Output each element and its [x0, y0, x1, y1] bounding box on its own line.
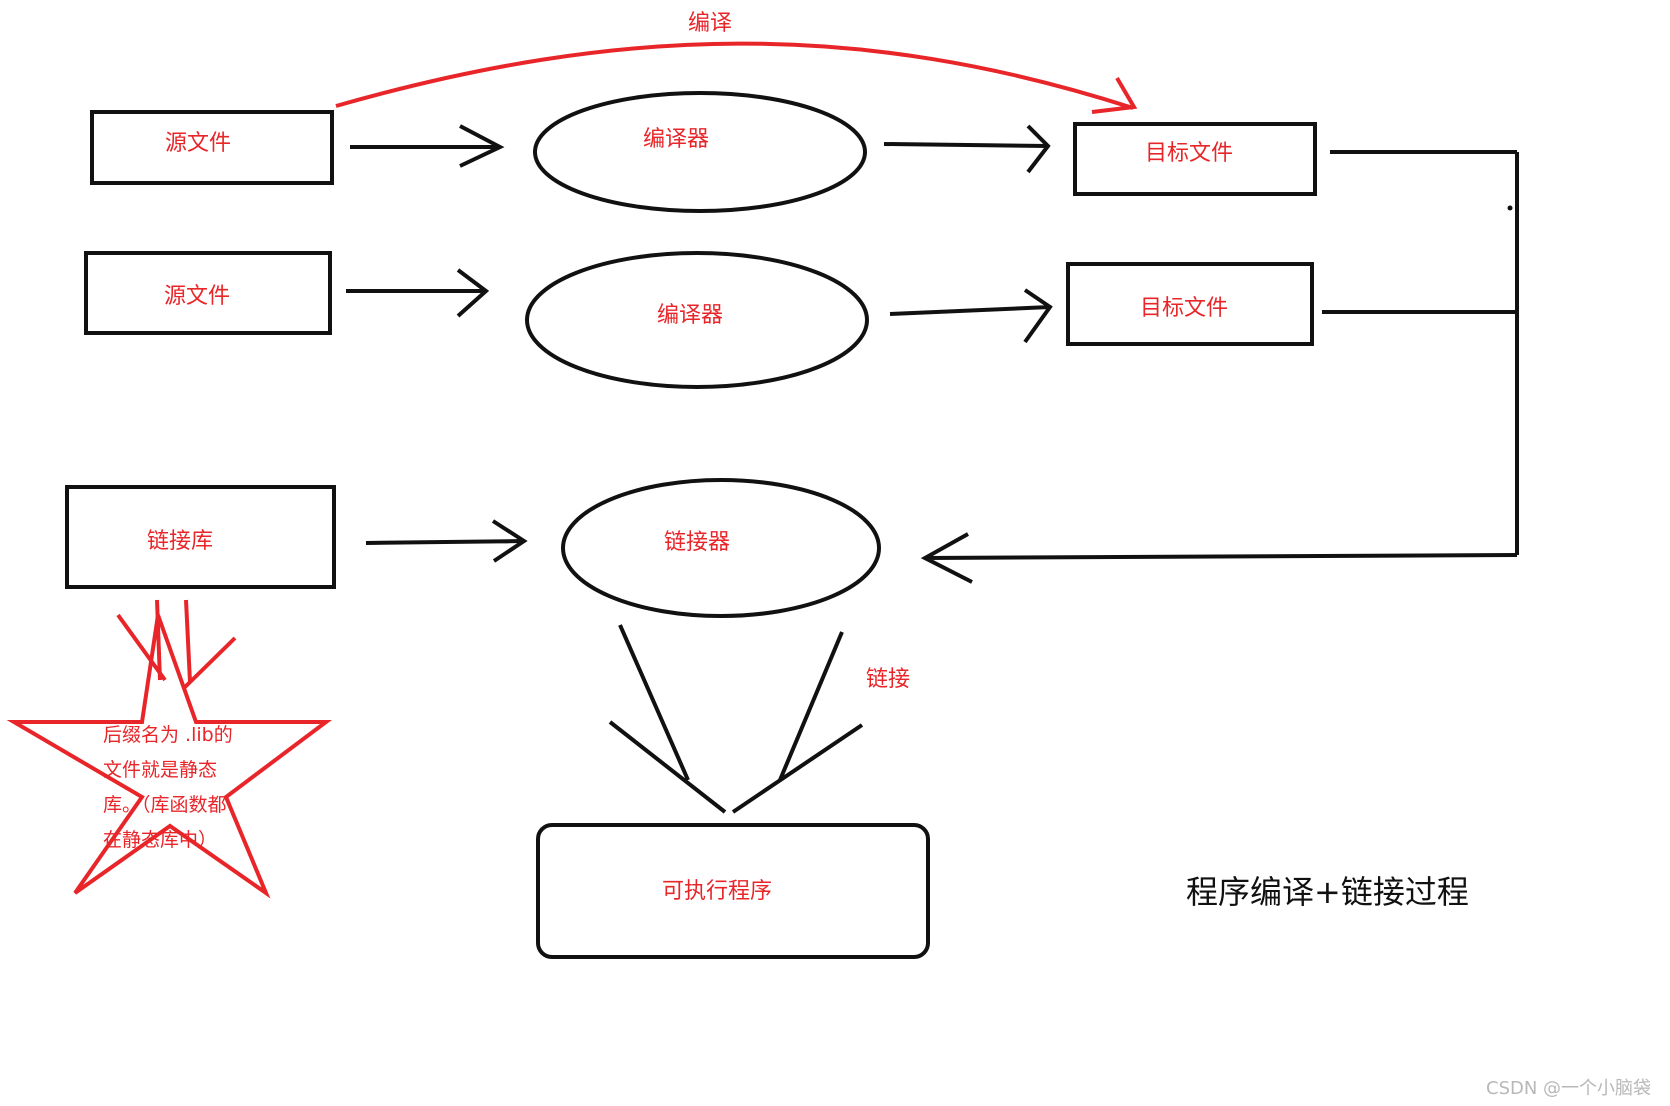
- compile-arc-arrow: [335, 41, 1134, 110]
- compiler-ellipse-1: [533, 91, 867, 213]
- source-file-label-1: 源文件: [165, 131, 231, 156]
- arrow-library-linker: [365, 519, 528, 563]
- linker-ellipse: [561, 478, 881, 618]
- executable-box: [536, 823, 930, 959]
- object-file-label-2: 目标文件: [1140, 296, 1228, 321]
- compiler-label-1: 编译器: [643, 127, 709, 152]
- arrow-compiler1-object1: [883, 124, 1051, 174]
- source-file-label-2: 源文件: [164, 284, 230, 309]
- stray-dot: [1507, 205, 1513, 211]
- note-line-4: 在静态库中）: [103, 829, 217, 851]
- arrow-source1-compiler1: [350, 124, 505, 168]
- object-file-box-2: [1066, 262, 1314, 346]
- compile-arc-arrowhead: [1091, 76, 1138, 114]
- link-library-box: [65, 485, 336, 589]
- compiler-label-2: 编译器: [657, 303, 723, 328]
- note-line-3: 库。（库函数都: [103, 794, 227, 816]
- object-file-label-1: 目标文件: [1145, 141, 1233, 166]
- diagram-caption: 程序编译+链接过程: [1186, 873, 1469, 911]
- link-stroke-right: [731, 631, 864, 814]
- link-label: 链接: [866, 667, 910, 692]
- compile-label: 编译: [688, 11, 732, 36]
- arrow-compiler2-object2: [889, 288, 1053, 344]
- linker-label: 链接器: [664, 530, 730, 555]
- arrow-objects-linker: [920, 532, 1518, 584]
- source-file-box-1: [90, 110, 334, 185]
- note-line-1: 后缀名为 .lib的: [103, 724, 233, 746]
- arrow-source2-compiler2: [346, 268, 490, 318]
- link-stroke-left: [608, 624, 727, 814]
- source-file-box-2: [84, 251, 332, 335]
- note-star-scribbles: [116, 599, 237, 690]
- link-library-label: 链接库: [147, 529, 213, 554]
- note-star-outline: [6, 614, 332, 899]
- object-file-box-1: [1073, 122, 1317, 196]
- compiler-ellipse-2: [525, 251, 869, 389]
- executable-label: 可执行程序: [662, 879, 772, 904]
- note-line-2: 文件就是静态: [103, 759, 217, 781]
- csdn-watermark: CSDN @一个小脑袋: [1486, 1078, 1651, 1099]
